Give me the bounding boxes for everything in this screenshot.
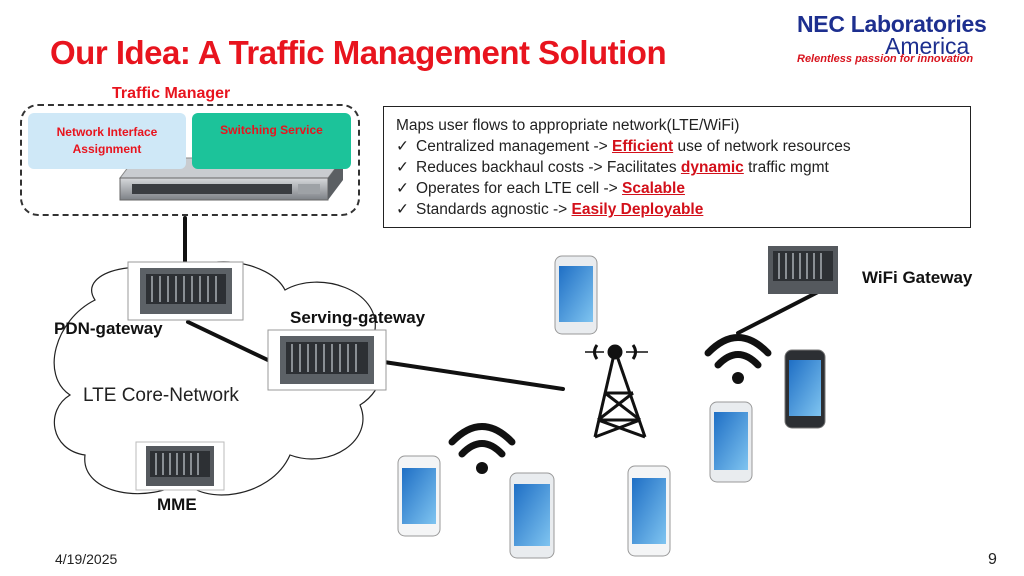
bullet-text: Reduces backhaul costs -> Facilitates [416, 159, 681, 176]
nia-line-2: Assignment [72, 142, 142, 156]
network-interface-assignment-box: Network Interface Assignment [28, 113, 186, 169]
check-icon: ✓ [396, 159, 409, 176]
wifi-gateway-label: WiFi Gateway [862, 268, 973, 287]
bullet-highlight: dynamic [680, 159, 744, 176]
traffic-manager-box [20, 104, 360, 216]
connection-lines [183, 216, 820, 391]
lte-core-network-label: LTE Core-Network [83, 385, 239, 406]
bullet-text: traffic mgmt [743, 159, 829, 176]
bullet-highlight: Easily Deployable [571, 201, 704, 218]
sgw-to-tower-link [382, 360, 565, 391]
cell-tower-icon [585, 344, 648, 439]
switching-service-box: Switching Service [192, 113, 351, 169]
mme-label: MME [157, 495, 197, 514]
iphone-icon [627, 465, 671, 557]
wifi-icon-right [704, 334, 772, 384]
wifi-ap-to-gateway-link [736, 290, 820, 335]
bullet-text: use of network resources [673, 138, 851, 155]
pdn-gateway-server-icon [127, 261, 244, 321]
info-bullet: ✓ Standards agnostic -> Easily Deployable [396, 199, 958, 220]
nec-logo-text: NEC Laboratories [797, 11, 987, 37]
pdn-to-sgw-link [186, 320, 274, 364]
check-icon: ✓ [396, 180, 409, 197]
bullet-text: Centralized management -> [416, 138, 613, 155]
traffic-manager-label: Traffic Manager [112, 85, 231, 102]
bullet-highlight: Efficient [612, 138, 674, 155]
bullet-text: Operates for each LTE cell -> [416, 180, 623, 197]
smartphone-icon [509, 472, 555, 559]
bullet-highlight: Scalable [622, 180, 685, 197]
info-bullet: ✓ Centralized management -> Efficient use… [396, 136, 958, 157]
smartphone-icon [709, 401, 753, 483]
footer-date: 4/19/2025 [55, 551, 118, 567]
check-icon: ✓ [396, 201, 409, 218]
nec-logo-tagline: Relentless passion for innovation [797, 53, 974, 65]
info-box: Maps user flows to appropriate network(L… [383, 106, 971, 228]
serving-gateway-server-icon [267, 329, 387, 391]
info-intro: Maps user flows to appropriate network(L… [396, 117, 740, 134]
wifi-gateway-server-icon [768, 246, 838, 294]
slide-title: Our Idea: A Traffic Management Solution [50, 34, 667, 71]
page-number: 9 [988, 551, 997, 568]
wifi-icon-left [448, 423, 516, 474]
pdn-gateway-label: PDN-gateway [54, 319, 163, 338]
smartphone-icon [784, 349, 826, 429]
serving-gateway-label: Serving-gateway [290, 308, 426, 327]
info-bullet: ✓ Operates for each LTE cell -> Scalable [396, 178, 958, 199]
nec-logo-subtext: America [885, 33, 970, 59]
mme-server-icon [135, 441, 225, 491]
bullet-text: Standards agnostic -> [416, 201, 572, 218]
info-bullet: ✓ Reduces backhaul costs -> Facilitates d… [396, 157, 958, 178]
smartphone-icon [554, 255, 598, 335]
nia-line-1: Network Interface [56, 125, 158, 139]
iphone-icon [397, 455, 441, 537]
check-icon: ✓ [396, 138, 409, 155]
